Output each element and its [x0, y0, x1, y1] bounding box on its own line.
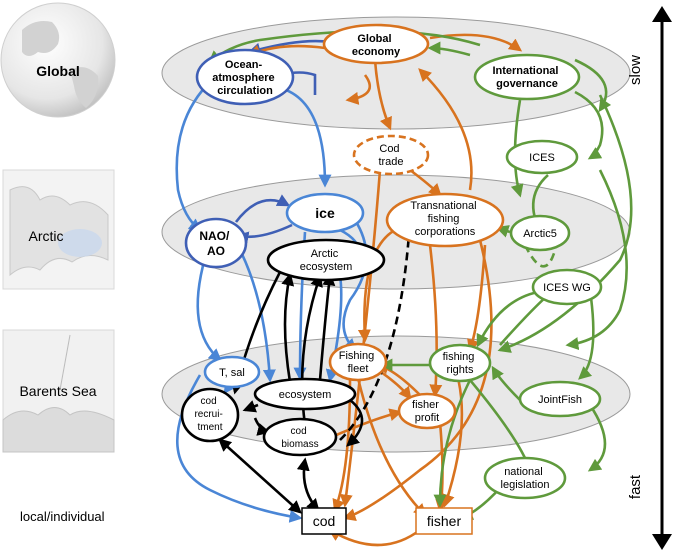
node-global-economy: Global economy [322, 23, 430, 65]
node-cod-trade: Cod trade [352, 134, 430, 176]
edge-ecosystem-to-arctic-ecosystem [281, 272, 295, 383]
barents-coastline [2, 407, 115, 453]
edge-cod-recruitment-to-ecosystem [242, 400, 259, 413]
edge-ices-wg-to-fishing-rights [476, 290, 539, 348]
edge-ecosystem-to-arctic-ecosystem-2 [318, 272, 336, 381]
edge-ice-to-fishing-fleet [342, 219, 368, 352]
edge-ecosystem-to-cod-biomass-loop [346, 398, 364, 447]
edge-fishing-rights-to-fisher-orange [442, 377, 464, 508]
node-national-legislation: national legislation [483, 456, 567, 500]
edge-ocean-to-nao [175, 79, 213, 232]
node-cod-biomass: cod biomass [262, 417, 338, 457]
node-label: national legislation [501, 466, 550, 491]
edge-jointfish-to-fishing-rights [491, 365, 521, 401]
node-label: ice [315, 205, 335, 221]
node-label: International governance [492, 65, 561, 90]
edge-governance-to-ices [574, 90, 604, 160]
node-transnational-corporations: Transnational fishing corporations [385, 192, 505, 248]
edge-nao-to-tsal [196, 257, 222, 362]
globe-landmass [22, 21, 99, 108]
edge-jointfish-to-legislation [587, 404, 607, 472]
edge-cod-recruitment-to-cod [218, 438, 302, 514]
node-ices: ICES [505, 139, 579, 175]
node-label: fisher [427, 513, 462, 529]
global-map: Global [0, 2, 116, 118]
edge-corporations-to-fisher-profit [428, 244, 443, 398]
node-label: cod recrui- tment [194, 396, 225, 433]
node-jointfish: JointFish [518, 380, 602, 418]
node-label: Fishing fleet [339, 350, 378, 375]
node-label: T, sal [219, 367, 245, 379]
node-fisher: fisher [415, 507, 473, 535]
edge-arctic5-loop [523, 244, 557, 268]
node-t-sal: T, sal [203, 355, 261, 389]
node-fishing-fleet: Fishing fleet [328, 342, 388, 382]
node-label: cod biomass [281, 426, 318, 450]
arctic-sea-highlight [58, 229, 102, 257]
edge-governance-to-fishing-rights [497, 94, 633, 353]
edge-cod-to-fisher-loop [327, 528, 421, 547]
node-label: Arctic5 [523, 228, 557, 240]
node-fisher-profit: fisher profit [397, 392, 457, 430]
node-arctic5: Arctic5 [509, 214, 571, 252]
arctic-map: Arctic [2, 169, 115, 290]
globe-map-icon [0, 2, 116, 118]
timescale-fast-label: fast [627, 474, 644, 499]
node-label: ICES [529, 152, 555, 164]
node-ice: ice [285, 192, 365, 234]
edge-corporations-to-global-economy [418, 68, 473, 191]
edge-fishing-rights-to-fisher [433, 379, 472, 508]
barents-boundary-line [59, 334, 71, 391]
scale-label-local: local/individual [20, 509, 105, 524]
node-label: Transnational fishing corporations [410, 200, 479, 238]
timescale-arrow: slow fast [627, 6, 672, 550]
barents-map: Barents Sea [2, 329, 115, 453]
scale-label-barents: Barents Sea [19, 383, 96, 399]
node-fishing-rights: fishing rights [428, 343, 492, 383]
node-label: Arctic ecosystem [300, 248, 353, 273]
arrow-up-icon [652, 6, 672, 22]
node-label: Global economy [352, 33, 401, 58]
timescale-slow-label: slow [627, 55, 644, 85]
edge-cod-trade-to-cod [339, 169, 382, 508]
edge-governance-to-economy [427, 41, 471, 57]
node-label: fishing rights [443, 351, 478, 376]
edge-nao-to-ecosystem [238, 249, 276, 383]
edge-fishing-fleet-to-fisher [356, 377, 427, 517]
node-label: cod [313, 513, 336, 529]
node-label: JointFish [538, 394, 582, 406]
arrow-down-icon [652, 534, 672, 550]
node-arctic-ecosystem: Arctic ecosystem [266, 238, 386, 282]
node-cod-recruitment: cod recrui- tment [180, 387, 240, 443]
edge-cod-biomass-to-cod [296, 457, 320, 512]
node-nao-ao: NAO/ AO [184, 217, 248, 269]
scale-label-arctic: Arctic [29, 228, 64, 244]
edge-economy-to-cod-trade [373, 59, 392, 131]
node-label: NAO/ AO [199, 229, 232, 258]
node-label: fisher profit [412, 399, 442, 424]
edge-governance-to-ocean [208, 29, 481, 64]
edge-ocean-economy-loop [345, 74, 371, 105]
node-label: ecosystem [279, 389, 332, 401]
edge-cod-biomass-to-arctic-eco-dashed [339, 209, 416, 441]
node-international-governance: International governance [473, 53, 581, 101]
node-cod: cod [301, 507, 347, 535]
edge-ices-wg-to-jointfish [578, 289, 595, 380]
edge-ocean-to-ice [279, 86, 332, 188]
edge-nao-to-ice [234, 194, 291, 223]
node-ocean-atmosphere-circulation: Ocean- atmosphere circulation [195, 48, 295, 106]
node-label: Cod trade [378, 143, 403, 168]
node-label: ICES WG [543, 282, 591, 294]
scale-label-global: Global [36, 63, 80, 79]
node-label: Ocean- atmosphere circulation [212, 59, 277, 97]
node-ices-wg: ICES WG [531, 268, 603, 306]
node-ecosystem: ecosystem [253, 377, 357, 411]
